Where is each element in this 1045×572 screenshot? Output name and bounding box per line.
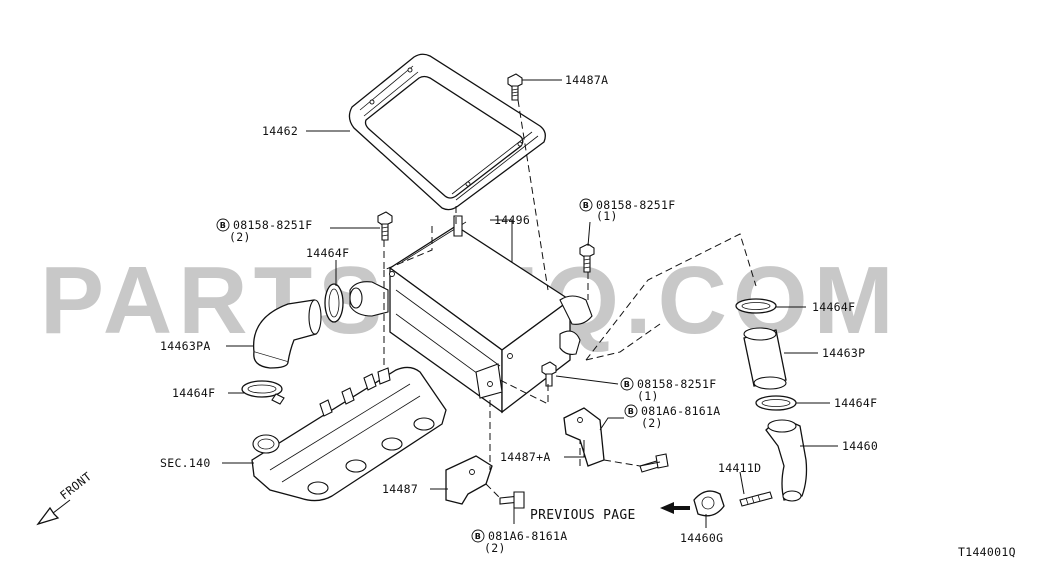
label-14460g: 14460G bbox=[680, 531, 723, 545]
previous-page-arrow-icon[interactable] bbox=[660, 502, 690, 514]
label-bolt4-qty: (2) bbox=[641, 416, 663, 430]
bolt-b-icon bbox=[620, 377, 634, 391]
assembly-guide-lines bbox=[383, 99, 757, 499]
intake-manifold-sec140[interactable] bbox=[251, 366, 447, 502]
leader-lines bbox=[222, 79, 838, 528]
label-14487: 14487 bbox=[382, 482, 418, 496]
label-14487plusa: 14487+A bbox=[500, 450, 551, 464]
label-bolt1-number: 08158-8251F bbox=[233, 218, 312, 232]
bolt-b-icon bbox=[471, 529, 485, 543]
diagram-code: T144001Q bbox=[958, 545, 1016, 559]
gasket-14460g[interactable] bbox=[693, 490, 725, 517]
label-14462: 14462 bbox=[262, 124, 298, 138]
bolt-callout-3: B 08158-8251F (1) bbox=[620, 377, 716, 403]
label-14464f-right-low: 14464F bbox=[834, 396, 877, 410]
label-14463p: 14463P bbox=[822, 346, 865, 360]
bracket-14487plusa[interactable] bbox=[563, 407, 605, 467]
hose-clamp-14464f-right-top[interactable] bbox=[735, 298, 777, 314]
bolt-callout-4: B 081A6-8161A (2) bbox=[624, 404, 720, 430]
label-bolt2-qty: (1) bbox=[596, 209, 618, 223]
label-14487a: 14487A bbox=[565, 73, 608, 87]
label-sec140: SEC.140 bbox=[160, 456, 211, 470]
intercooler-14496[interactable] bbox=[349, 215, 593, 414]
label-14463pa: 14463PA bbox=[160, 339, 211, 353]
label-14464f-left: 14464F bbox=[306, 246, 349, 260]
label-bolt5-number: 081A6-8161A bbox=[488, 529, 567, 543]
bolt-callout-2: B 08158-8251F (1) bbox=[579, 198, 675, 223]
bolt-08158-b[interactable] bbox=[579, 243, 595, 273]
bolt-b-letter: B bbox=[624, 380, 630, 389]
bolt-b-letter: B bbox=[475, 532, 481, 541]
label-14411d: 14411D bbox=[718, 461, 761, 475]
bolt-callout-5: B 081A6-8161A (2) bbox=[471, 529, 567, 555]
label-bolt3-number: 08158-8251F bbox=[637, 377, 716, 391]
label-14464f-lower: 14464F bbox=[172, 386, 215, 400]
tube-14460[interactable] bbox=[765, 419, 808, 502]
label-bolt4-number: 081A6-8161A bbox=[641, 404, 720, 418]
bolt-callout-1: B 08158-8251F (2) bbox=[216, 218, 312, 244]
label-bolt3-qty: (1) bbox=[637, 389, 659, 403]
hose-14463pa[interactable] bbox=[252, 299, 322, 369]
bolt-b-letter: B bbox=[220, 221, 226, 230]
hose-clamp-14464f-right-low[interactable] bbox=[755, 395, 797, 411]
bolt-14487a[interactable] bbox=[507, 73, 523, 101]
front-arrow-icon bbox=[36, 499, 71, 526]
label-14464f-right-top: 14464F bbox=[812, 300, 855, 314]
hose-clamp-14464f-left[interactable] bbox=[324, 283, 344, 323]
bolt-b-letter: B bbox=[628, 407, 634, 416]
front-label: FRONT bbox=[57, 469, 94, 502]
bolt-08158-a[interactable] bbox=[377, 211, 393, 241]
label-bolt5-qty: (2) bbox=[484, 541, 506, 555]
bolt-b-letter: B bbox=[583, 201, 589, 210]
bolt-b-icon bbox=[216, 218, 230, 232]
cover-frame-14462[interactable] bbox=[348, 53, 546, 211]
label-bolt1-qty: (2) bbox=[229, 230, 251, 244]
bracket-14487[interactable] bbox=[445, 455, 493, 505]
bolt-b-icon bbox=[624, 404, 638, 418]
bolt-08158-c[interactable] bbox=[541, 361, 557, 387]
label-14460: 14460 bbox=[842, 439, 878, 453]
hose-14463p[interactable] bbox=[743, 327, 787, 390]
label-14496: 14496 bbox=[494, 213, 530, 227]
previous-page-link[interactable]: PREVIOUS PAGE bbox=[530, 508, 636, 523]
bolt-b-icon bbox=[579, 198, 593, 212]
hose-clamp-14464f-lower[interactable] bbox=[241, 380, 285, 405]
bolt-14411d[interactable] bbox=[739, 491, 773, 507]
label-bolt2-number: 08158-8251F bbox=[596, 198, 675, 212]
bolt-081a6-b[interactable] bbox=[499, 491, 525, 509]
